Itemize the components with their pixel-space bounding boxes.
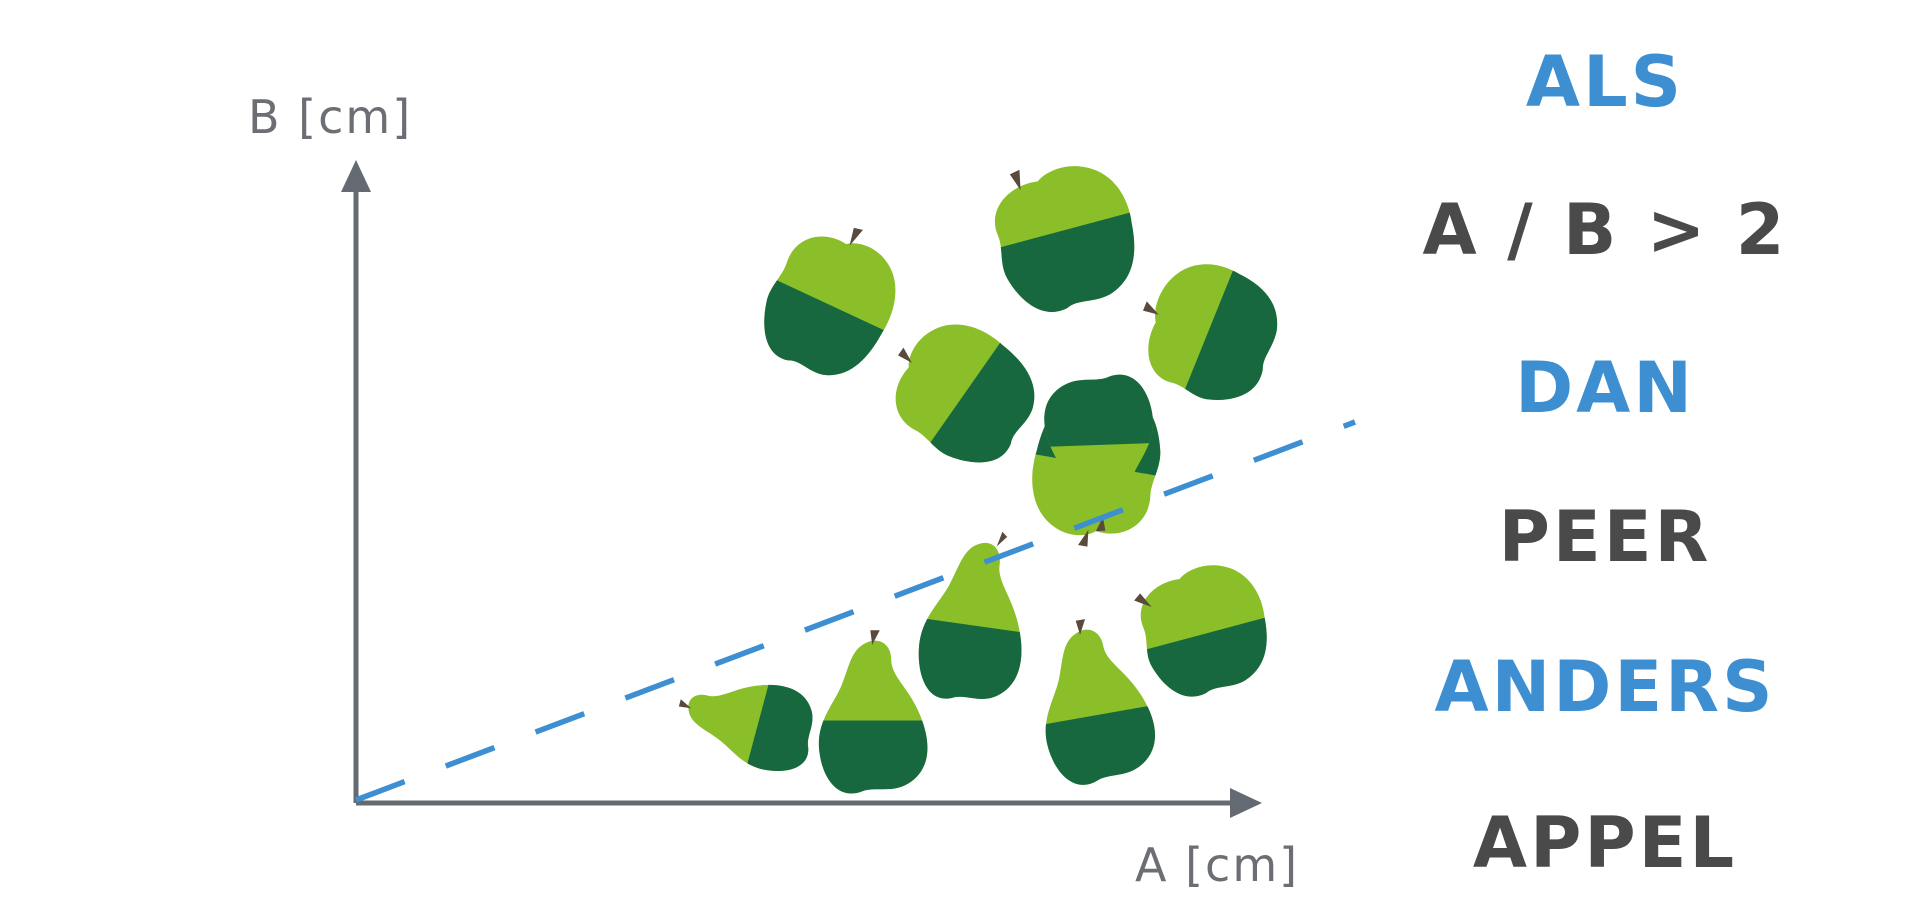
pear-icon (677, 663, 824, 780)
rule-keyword-then: DAN (1515, 347, 1695, 429)
y-axis-label: B [cm] (248, 90, 413, 144)
axes (353, 190, 1230, 806)
apple-icon (982, 153, 1150, 323)
rule-outcome-pear: PEER (1498, 496, 1712, 578)
rule-keyword-else: ANDERS (1434, 646, 1776, 728)
y-axis-arrow (341, 160, 371, 192)
decision-boundary-line (355, 419, 1356, 803)
x-axis-arrow (1230, 788, 1262, 818)
rule-keyword-if: ALS (1525, 41, 1685, 123)
x-axis-label: A [cm] (1135, 838, 1300, 892)
rule-condition: A / B > 2 (1422, 189, 1788, 271)
rule-outcome-apple: APPEL (1472, 802, 1738, 884)
